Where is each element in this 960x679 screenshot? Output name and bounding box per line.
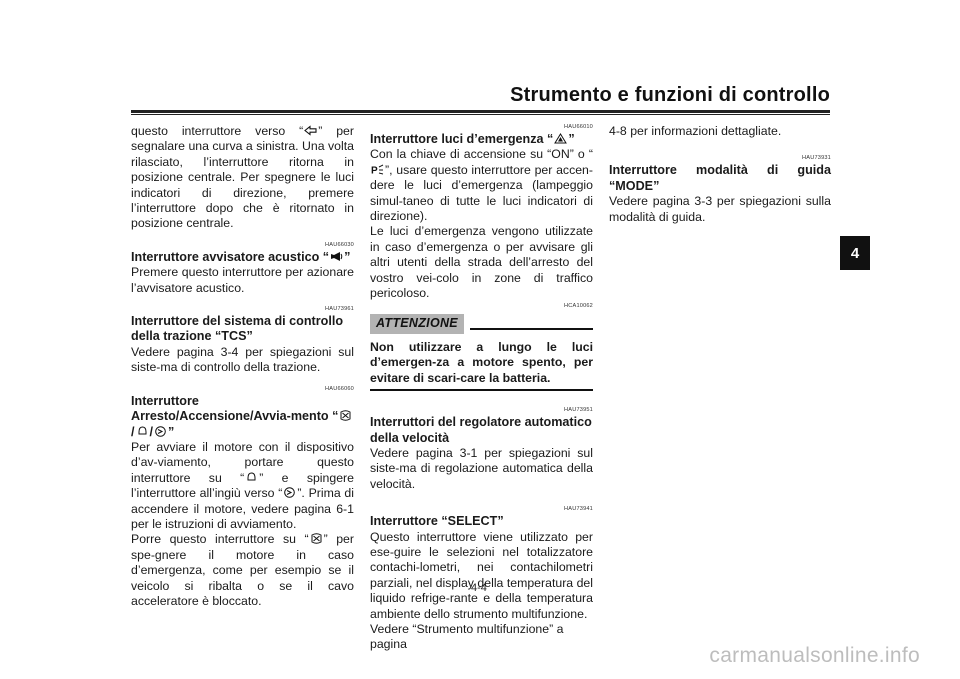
select-heading: Interruttore “SELECT” xyxy=(370,514,504,529)
select-paragraph: Questo interruttore viene utilizzato per… xyxy=(370,529,593,621)
caution-rule xyxy=(469,328,593,331)
page-title: Strumento e funzioni di controllo xyxy=(510,84,830,106)
tcs-heading: Interruttore del sistema di controllo de… xyxy=(131,314,344,344)
section-code: HAU66030 xyxy=(325,241,354,248)
continued-paragraph: 4-8 per informazioni dettagliate. xyxy=(609,124,782,138)
start-paragraph: Per avviare il motore con il dispositivo… xyxy=(131,439,354,531)
section-code: HAU66060 xyxy=(325,385,354,392)
chapter-tab: 4 xyxy=(840,236,870,270)
column-2: HAU66010 Interruttore luci d’emergenza “… xyxy=(370,124,593,653)
section-code: HAU73961 xyxy=(325,306,354,313)
parking-p-icon: P xyxy=(371,164,384,175)
hazard-heading: Interruttore luci d’emergenza “” xyxy=(370,132,575,146)
horn-heading: Interruttore avvisatore acustico “” xyxy=(131,249,351,264)
start-heading: Interruttore Arresto/Accensione/Avvia-me… xyxy=(131,394,354,440)
mode-paragraph: Vedere pagina 3-3 per spiegazioni sulla … xyxy=(609,194,831,224)
engine-start-icon xyxy=(154,425,167,437)
horn-icon xyxy=(330,251,343,262)
section-code: HAU66010 xyxy=(564,124,593,130)
caution-banner: ATTENZIONE xyxy=(370,314,593,334)
section-code: HAU73941 xyxy=(564,506,593,513)
engine-stop-icon xyxy=(310,533,323,545)
engine-run-icon xyxy=(136,425,149,437)
engine-stop-icon xyxy=(339,410,352,421)
horn-paragraph: Premere questo interruttore per azionare… xyxy=(131,265,354,295)
hazard-paragraph: Con la chiave di accensione su “ON” o “P… xyxy=(370,147,593,224)
engine-run-icon xyxy=(245,472,258,483)
column-1: questo interruttore verso “” per segnala… xyxy=(131,124,354,609)
engine-start-icon xyxy=(283,487,296,498)
mode-heading: Interruttore modalità di guida “MODE” xyxy=(609,163,831,193)
page-number: 4-4 xyxy=(471,582,487,594)
watermark: carmanualsonline.info xyxy=(709,644,920,667)
cruise-paragraph: Vedere pagina 3-1 per spiegazioni sul si… xyxy=(370,445,593,491)
header-rule xyxy=(131,110,830,113)
hazard-triangle-icon xyxy=(554,133,568,144)
select-reference: Vedere “Strumento multifunzione” a pagin… xyxy=(370,621,564,652)
left-turn-arrow-icon xyxy=(304,125,317,136)
tcs-paragraph: Vedere pagina 3-4 per spiegazioni sul si… xyxy=(131,344,354,375)
section-code: HAU73931 xyxy=(802,155,831,162)
caution-text: Non utilizzare a lungo le luci d’emergen… xyxy=(370,340,593,392)
header-rule-thin xyxy=(131,114,830,115)
column-3: 4-8 per informazioni dettagliate. HAU739… xyxy=(609,124,831,225)
svg-text:P: P xyxy=(371,165,378,175)
intro-paragraph: questo interruttore verso “” per segnala… xyxy=(131,124,354,231)
hazard-usage-paragraph: Le luci d’emergenza vengono utilizzate i… xyxy=(370,224,593,301)
caution-label: ATTENZIONE xyxy=(370,314,464,334)
section-code: HAU73951 xyxy=(564,407,593,414)
section-code: HCA10062 xyxy=(564,303,593,310)
stop-paragraph: Porre questo interruttore su “” per spe-… xyxy=(131,532,354,608)
cruise-heading: Interruttori del regolatore automatico d… xyxy=(370,415,592,445)
